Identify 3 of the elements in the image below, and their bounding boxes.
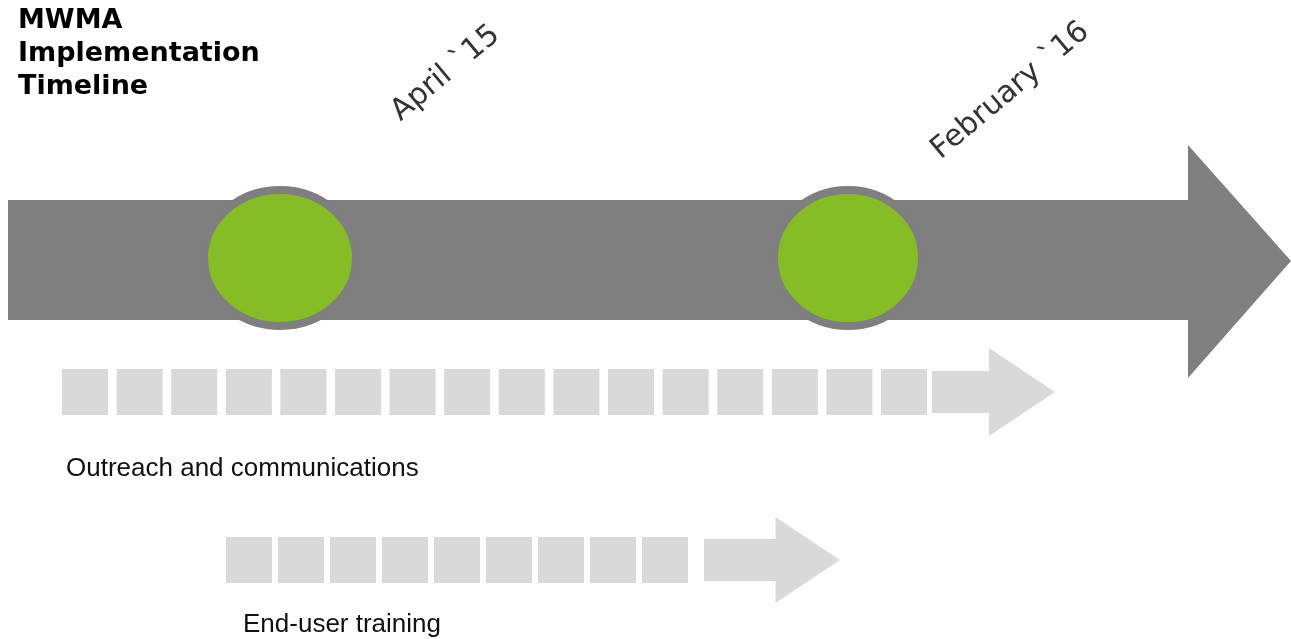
- title: MWMA Implementation Timeline: [18, 2, 261, 101]
- track-label: End-user training: [243, 608, 441, 639]
- track-label: Outreach and communications: [66, 452, 419, 483]
